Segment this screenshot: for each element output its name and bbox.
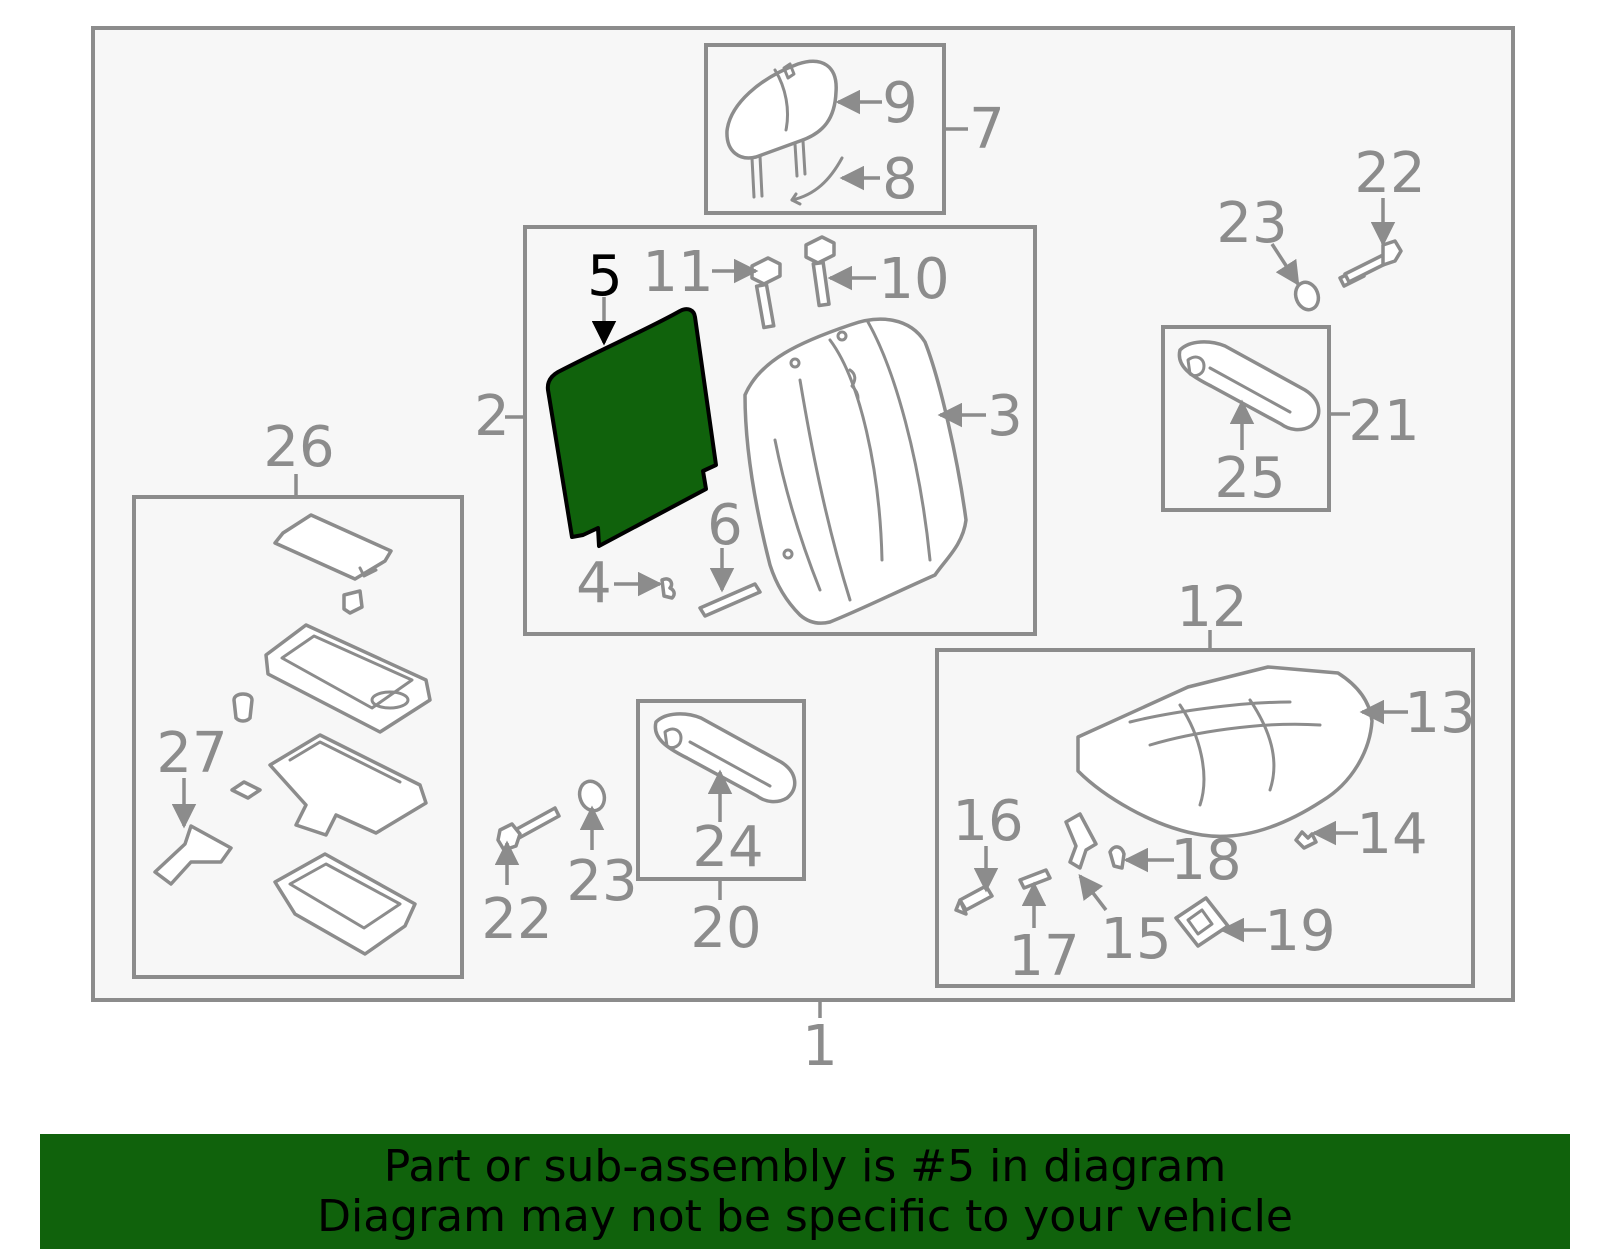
callout-18: 18 (1170, 828, 1241, 893)
callout-14: 14 (1356, 802, 1427, 867)
callout-23-upper: 23 (1216, 191, 1287, 256)
callout-16: 16 (952, 789, 1023, 854)
banner-line-part-number: Part or sub-assembly is #5 in diagram (383, 1140, 1227, 1192)
callout-9: 9 (882, 71, 918, 136)
callout-10: 10 (878, 247, 949, 312)
callout-15: 15 (1100, 907, 1171, 972)
callout-8: 8 (882, 147, 918, 212)
console-lid-part (273, 513, 393, 615)
callout-23-lower: 23 (566, 849, 637, 914)
callout-6: 6 (707, 493, 743, 558)
seat-back-cover-part (743, 317, 968, 625)
console-holder-part (232, 692, 254, 723)
ring-23-upper-part (1293, 280, 1321, 312)
callout-5-highlighted: 5 (587, 244, 623, 309)
bolt-22-upper-part (1338, 239, 1403, 288)
guide-11-part (750, 256, 782, 330)
callout-2: 2 (474, 384, 510, 449)
headrest-guide-part (790, 156, 844, 202)
callout-3: 3 (987, 384, 1023, 449)
callout-27: 27 (156, 721, 227, 786)
strip-6-part (698, 582, 762, 618)
callout-25: 25 (1214, 446, 1285, 511)
callout-19: 19 (1264, 899, 1335, 964)
seat-back-panel-part-highlighted (545, 307, 718, 548)
callout-7: 7 (969, 97, 1005, 162)
callout-26: 26 (263, 415, 334, 480)
callout-20: 20 (690, 896, 761, 961)
armrest-25-part (1177, 340, 1321, 432)
armrest-24-part (653, 712, 797, 804)
clip-4-part (660, 577, 676, 600)
callout-4: 4 (576, 551, 612, 616)
callout-22-lower: 22 (481, 887, 552, 952)
bracket-15-part (1064, 812, 1098, 870)
callout-24: 24 (692, 815, 763, 880)
console-bin-part (273, 852, 417, 956)
banner-line-disclaimer: Diagram may not be specific to your vehi… (317, 1190, 1293, 1242)
info-banner: Part or sub-assembly is #5 in diagram Di… (40, 1134, 1570, 1249)
callout-17: 17 (1008, 924, 1079, 989)
callout-12: 12 (1176, 575, 1247, 640)
console-pad-part (230, 780, 262, 800)
console-base-part (268, 733, 428, 837)
callout-13: 13 (1404, 681, 1475, 746)
callout-1: 1 (802, 1014, 838, 1079)
clip-18-part (1108, 845, 1126, 870)
callout-11: 11 (642, 240, 713, 305)
callout-22-upper: 22 (1354, 141, 1425, 206)
callout-21: 21 (1348, 389, 1419, 454)
guide-10-part (804, 235, 836, 308)
bracket-27-part (153, 824, 233, 886)
console-tray-part (264, 623, 432, 734)
